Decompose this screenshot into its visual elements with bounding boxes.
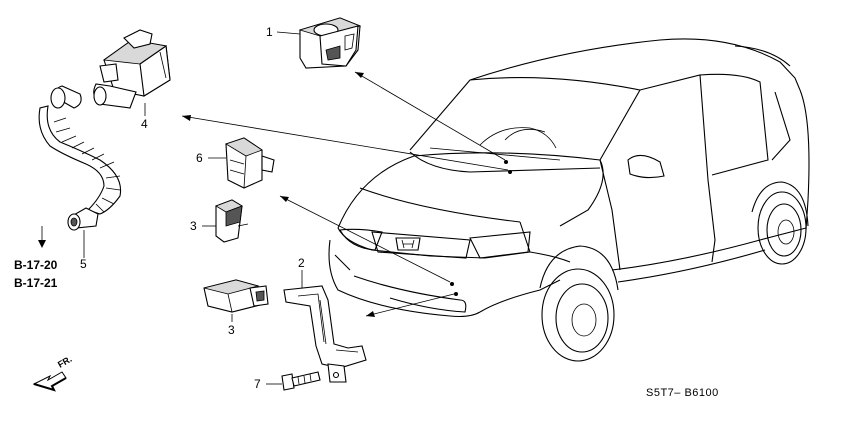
callout-7: 7 [254,377,261,391]
front-direction-arrow-icon [32,371,67,392]
part-3-lower-sensor [203,279,269,313]
diagram-code: S5T7– B6100 [646,387,719,399]
part-5-hose [38,85,122,231]
part-3-upper-sensor [215,199,249,243]
part-1-switch [298,17,362,69]
car-illustration [328,38,810,362]
reference-b-17-21: B-17-21 [14,276,58,290]
part-4-connector [93,29,171,109]
front-direction-label: FR. [56,354,74,370]
callout-4: 4 [141,117,148,131]
callout-6: 6 [196,151,203,165]
callout-1: 1 [266,25,273,39]
callout-3-upper: 3 [190,219,197,233]
part-7-bolt [281,371,321,391]
part-6-sensor [225,137,275,189]
callout-leaders [38,31,303,385]
callout-3-lower: 3 [228,323,235,337]
leader-lines [181,71,509,317]
callout-2: 2 [298,256,305,270]
reference-b-17-20: B-17-20 [14,258,58,272]
part-2-bracket [283,285,367,383]
callout-5: 5 [80,257,87,271]
